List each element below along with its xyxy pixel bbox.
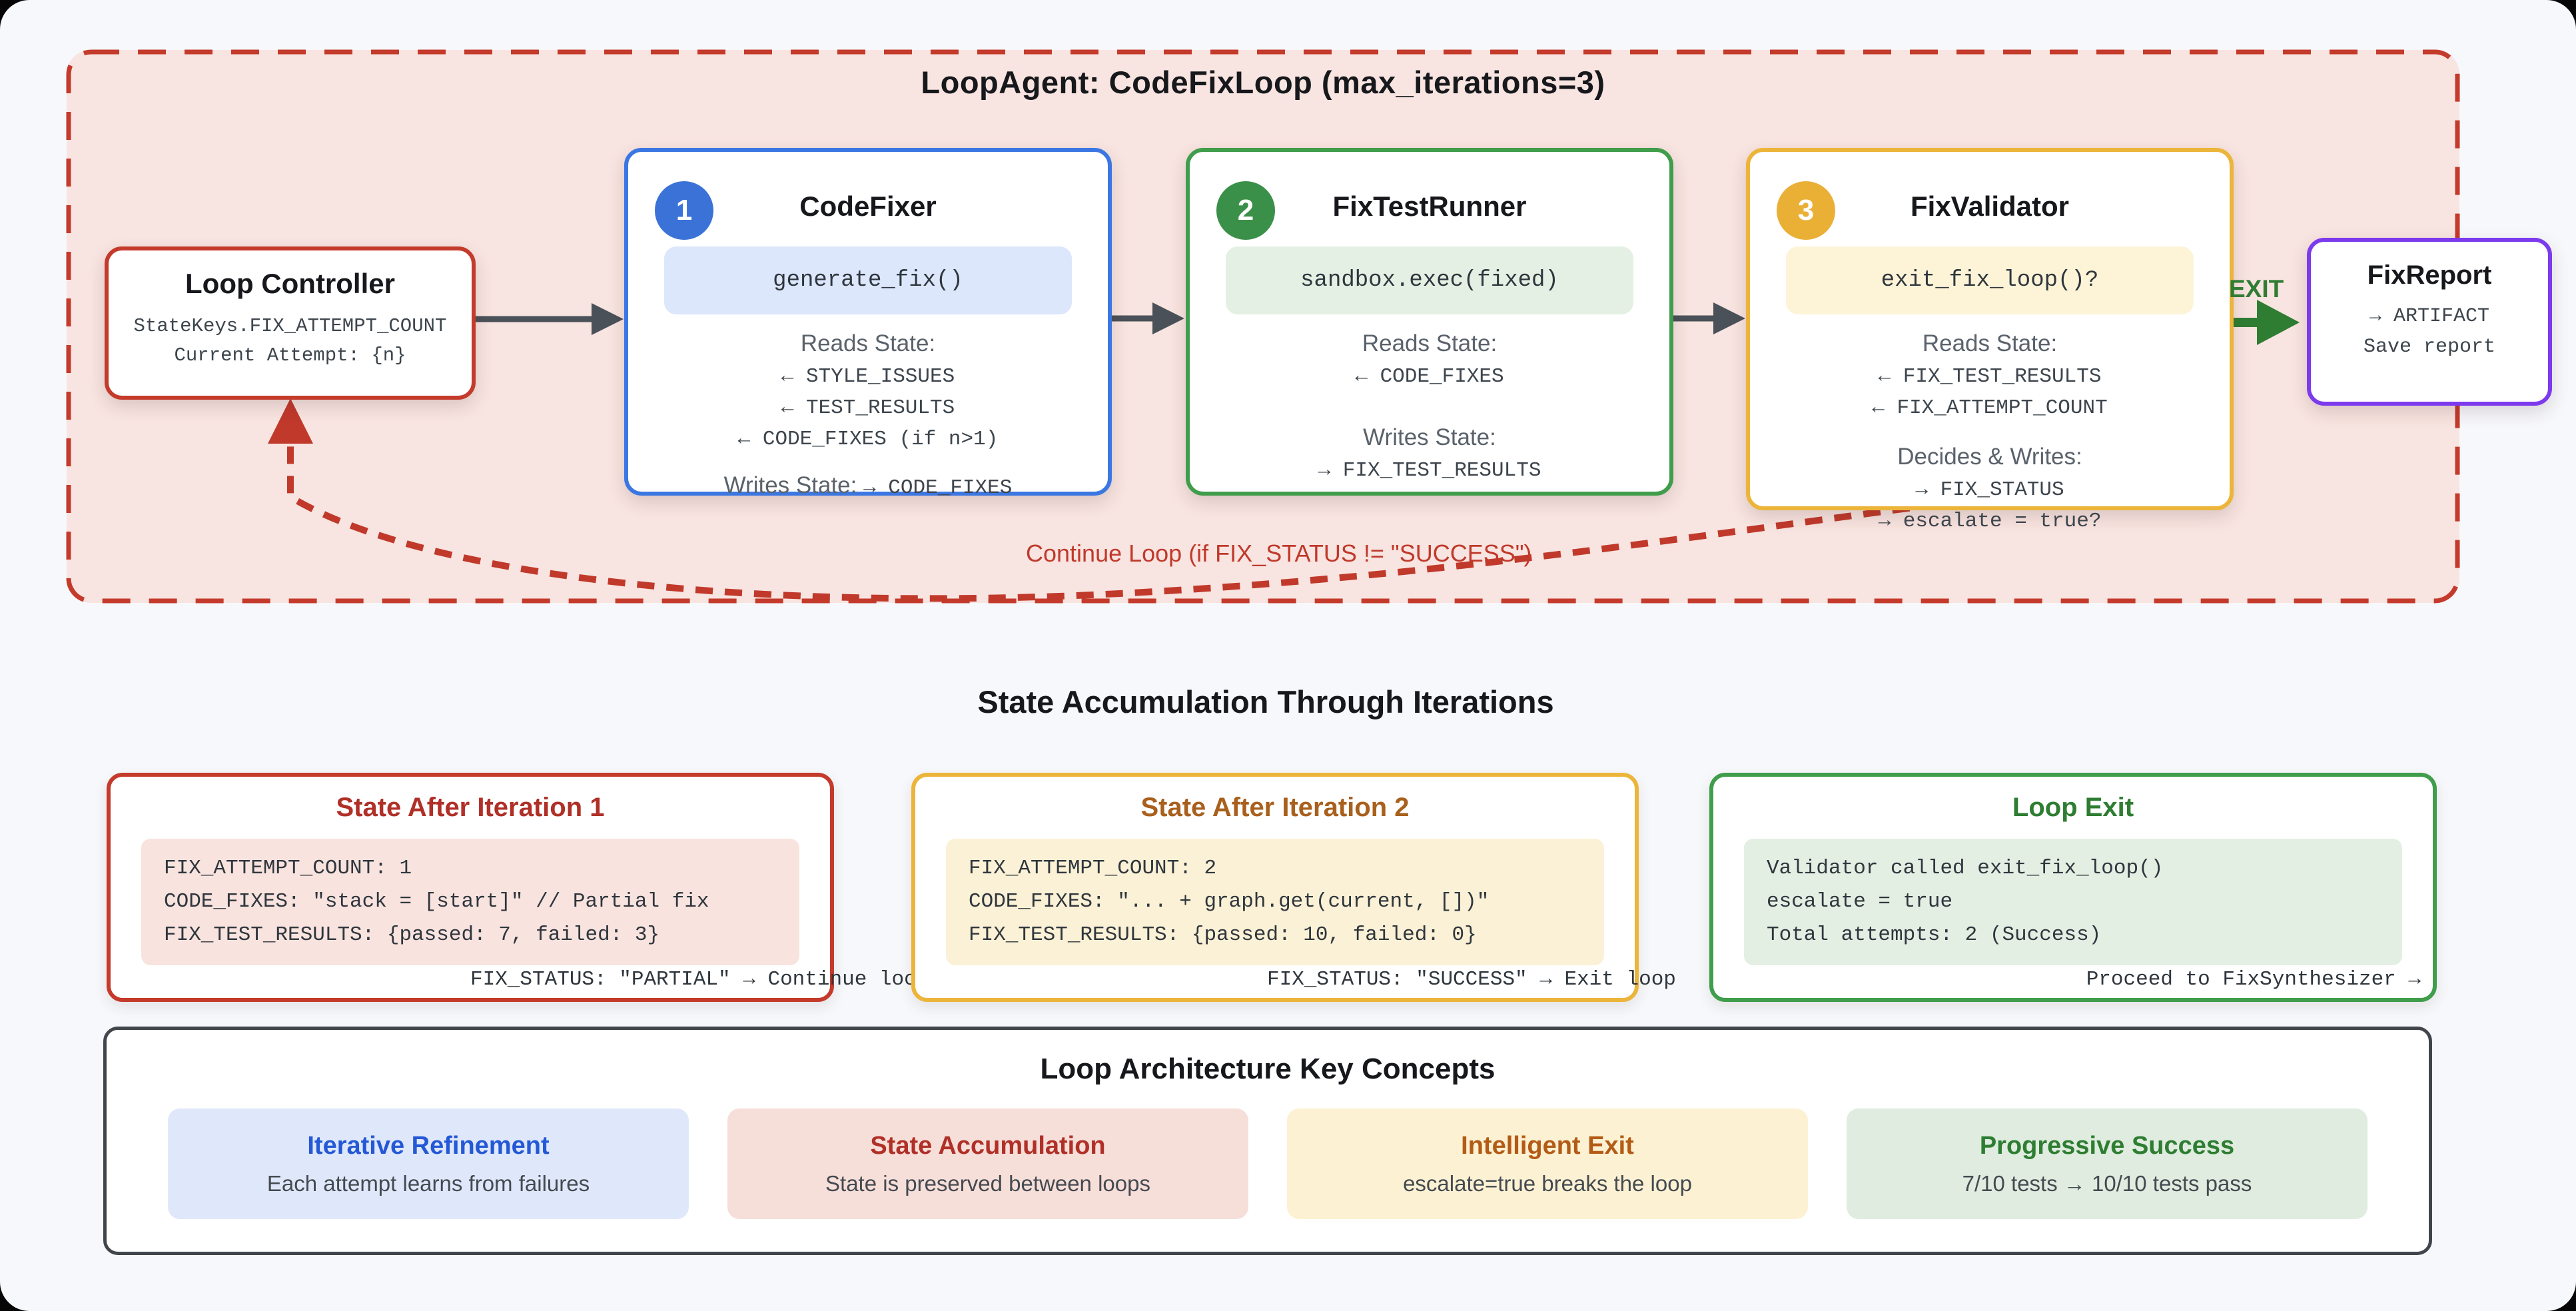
step-badge: 2 (1216, 181, 1275, 240)
card-title: Iterative Refinement (307, 1131, 550, 1160)
state-item: ← FIX_ATTEMPT_COUNT (1872, 396, 2108, 420)
decides-writes-label: Decides & Writes: (1897, 444, 2082, 470)
artifact-line: → ARTIFACT (2369, 305, 2490, 328)
concept-cards-row: Iterative Refinement Each attempt learns… (107, 1108, 2429, 1219)
loop-controller-node: Loop Controller StateKeys.FIX_ATTEMPT_CO… (105, 246, 476, 400)
concepts-title: Loop Architecture Key Concepts (1040, 1053, 1496, 1085)
state-item: ← CODE_FIXES (if n>1) (737, 428, 999, 451)
state-box-title: State After Iteration 1 (336, 793, 605, 822)
save-report-line: Save report (2363, 336, 2496, 358)
code-line: CODE_FIXES: "... + graph.get(current, []… (969, 890, 1490, 913)
card-title: Progressive Success (1979, 1131, 2235, 1160)
card-subtitle: escalate=true breaks the loop (1403, 1170, 1692, 1196)
state-item: → FIX_TEST_RESULTS (1318, 459, 1541, 482)
card-subtitle: 7/10 tests → 10/10 tests pass (1962, 1170, 2252, 1196)
state-key-line: StateKeys.FIX_ATTEMPT_COUNT (133, 315, 447, 337)
loop-title: LoopAgent: CodeFixLoop (max_iterations=3… (921, 65, 1605, 100)
state-item: ← FIX_TEST_RESULTS (1878, 365, 2102, 388)
code-line: FIX_ATTEMPT_COUNT: 2 (969, 857, 1217, 880)
card-subtitle: Each attempt learns from failures (266, 1170, 590, 1196)
card-title: Intelligent Exit (1461, 1131, 1634, 1160)
current-attempt-line: Current Attempt: {n} (174, 344, 406, 366)
state-item: → escalate = true? (1878, 510, 2102, 533)
card-subtitle: State is preserved between loops (825, 1170, 1150, 1196)
reads-label: Reads State: (1362, 330, 1498, 356)
concepts-panel: Loop Architecture Key Concepts Iterative… (103, 1027, 2432, 1255)
code-line: Total attempts: 2 (Success) (1767, 923, 2102, 947)
concept-card-state-accumulation: State Accumulation State is preserved be… (727, 1108, 1248, 1219)
state-code-block: FIX_ATTEMPT_COUNT: 1 CODE_FIXES: "stack … (141, 839, 799, 965)
continue-loop-label: Continue Loop (if FIX_STATUS != "SUCCESS… (1026, 540, 1532, 567)
state-code-block: Validator called exit_fix_loop() escalat… (1744, 839, 2402, 965)
state-item: → FIX_STATUS (1915, 478, 2064, 502)
state-box-loop-exit: Loop Exit Validator called exit_fix_loop… (1709, 773, 2437, 1002)
state-footer-line: FIX_STATUS: "SUCCESS" → Exit loop (1267, 968, 1676, 991)
code-line: FIX_TEST_RESULTS: {passed: 7, failed: 3} (164, 923, 660, 947)
state-code-block: FIX_ATTEMPT_COUNT: 2 CODE_FIXES: "... + … (946, 839, 1604, 965)
code-line: escalate = true (1767, 890, 1953, 913)
reads-label: Reads State: (800, 330, 936, 356)
writes-label: Writes State: (1363, 424, 1496, 450)
code-line: FIX_ATTEMPT_COUNT: 1 (164, 857, 412, 880)
code-line: FIX_TEST_RESULTS: {passed: 10, failed: 0… (969, 923, 1477, 947)
writes-line: Writes State: → CODE_FIXES (628, 472, 1108, 500)
state-footer-line: Proceed to FixSynthesizer → (2086, 968, 2421, 991)
node-title: FixReport (2367, 260, 2492, 290)
state-item: ← STYLE_ISSUES (781, 365, 955, 388)
state-section-title: State Accumulation Through Iterations (977, 684, 1554, 719)
agent-node-codefixer: 1 CodeFixer generate_fix() Reads State: … (624, 148, 1112, 500)
code-pill: exit_fix_loop()? (1786, 246, 2194, 314)
state-box-iteration-1: State After Iteration 1 FIX_ATTEMPT_COUN… (107, 773, 929, 1002)
concept-card-progressive-success: Progressive Success 7/10 tests → 10/10 t… (1847, 1108, 2367, 1219)
step-badge: 1 (655, 181, 713, 240)
concept-card-intelligent-exit: Intelligent Exit escalate=true breaks th… (1287, 1108, 1808, 1219)
step-badge: 3 (1777, 181, 1835, 240)
writes-value: → CODE_FIXES (863, 476, 1013, 500)
card-title: State Accumulation (870, 1131, 1106, 1160)
agent-node-fixvalidator: 3 FixValidator exit_fix_loop()? Reads St… (1746, 148, 2234, 533)
concept-card-iterative-refinement: Iterative Refinement Each attempt learns… (168, 1108, 689, 1219)
exit-label: EXIT (2229, 275, 2284, 302)
node-title: Loop Controller (185, 268, 395, 299)
code-pill: sandbox.exec(fixed) (1226, 246, 1633, 314)
fixreport-node: FixReport → ARTIFACT Save report (2307, 238, 2552, 406)
state-item: ← CODE_FIXES (1355, 365, 1504, 388)
code-line: Validator called exit_fix_loop() (1767, 857, 2164, 880)
state-box-title: Loop Exit (2012, 793, 2134, 822)
state-item: ← TEST_RESULTS (781, 396, 955, 420)
writes-label: Writes State: (723, 472, 857, 498)
state-footer-line: FIX_STATUS: "PARTIAL" → Continue loop (470, 968, 929, 991)
code-pill: generate_fix() (664, 246, 1072, 314)
state-box-iteration-2: State After Iteration 2 FIX_ATTEMPT_COUN… (911, 773, 1676, 1002)
agent-node-fixtestrunner: 2 FixTestRunner sandbox.exec(fixed) Read… (1186, 148, 1673, 496)
state-box-title: State After Iteration 2 (1140, 793, 1410, 822)
reads-label: Reads State: (1922, 330, 2058, 356)
code-line: CODE_FIXES: "stack = [start]" // Partial… (164, 890, 709, 913)
